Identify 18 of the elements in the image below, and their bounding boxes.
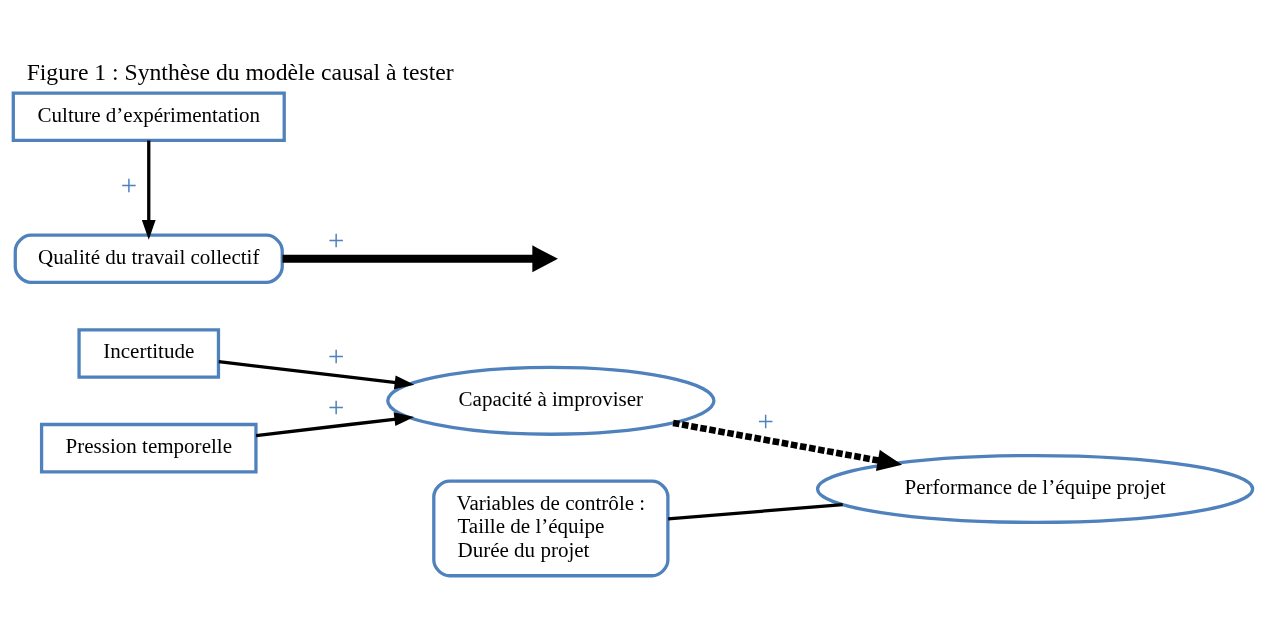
edge-label: + [120,168,138,201]
arrow [255,411,415,437]
arrow [141,140,156,240]
edge-label: + [328,339,345,372]
node-box: Incertitude [77,327,221,379]
node-box: Qualité du travail collectif [13,232,284,284]
node-ellipse: Capacité à improviser [386,365,716,436]
diagram-title: Figure 1 : Synthèse du modèle causal à tester [26,58,454,85]
edge-label: + [328,223,345,256]
edge-label: + [328,390,345,423]
node-box: Culture d’expérimentation [11,90,286,142]
connector [668,502,843,521]
node-ellipse: Performance de l’équipe projet [815,453,1255,524]
edge-label: + [757,404,774,437]
arrow [218,359,415,389]
node-box: Variables de contrôle : Taille de l’équipe Durée du projet [432,478,670,577]
arrow [672,419,903,471]
node-box: Pression temporelle [39,422,258,473]
